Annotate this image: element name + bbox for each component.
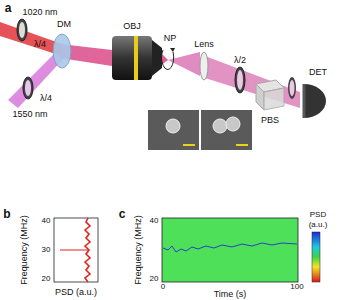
figure-label: (a.u.) <box>309 221 328 229</box>
figure-label: a <box>5 2 12 14</box>
figure-label: PBS <box>261 116 279 125</box>
figure-label: λ/4 <box>34 40 46 49</box>
figure-label: DM <box>57 20 71 29</box>
figure-label: λ/4 <box>40 94 52 103</box>
figure-label: 30 <box>42 246 51 254</box>
figure-label: λ/2 <box>234 56 246 65</box>
figure-label: 20 <box>150 275 159 283</box>
figure-label: c <box>119 208 126 220</box>
figure-label: 1020 nm <box>22 8 57 17</box>
figure-label: Frequency (MHz) <box>20 215 29 285</box>
figure-label: DET <box>309 68 327 77</box>
figure-label: PSD (a.u.) <box>55 288 97 297</box>
figure-label: NP <box>164 34 177 43</box>
figure-label: 1550 nm <box>12 110 47 119</box>
figure-label: Time (s) <box>214 289 247 298</box>
figure-label: 40 <box>150 217 159 225</box>
figure-label: 0 <box>161 283 165 291</box>
figure-label: PSD <box>310 211 326 219</box>
figure-label: Frequency (MHz) <box>134 215 143 285</box>
figure-label: 40 <box>42 217 51 225</box>
figure-label: 100 <box>290 283 303 291</box>
figure-label: b <box>3 208 10 220</box>
figure-label: OBJ <box>123 22 141 31</box>
figure-label: 20 <box>42 275 51 283</box>
figure-label: Lens <box>194 40 214 49</box>
